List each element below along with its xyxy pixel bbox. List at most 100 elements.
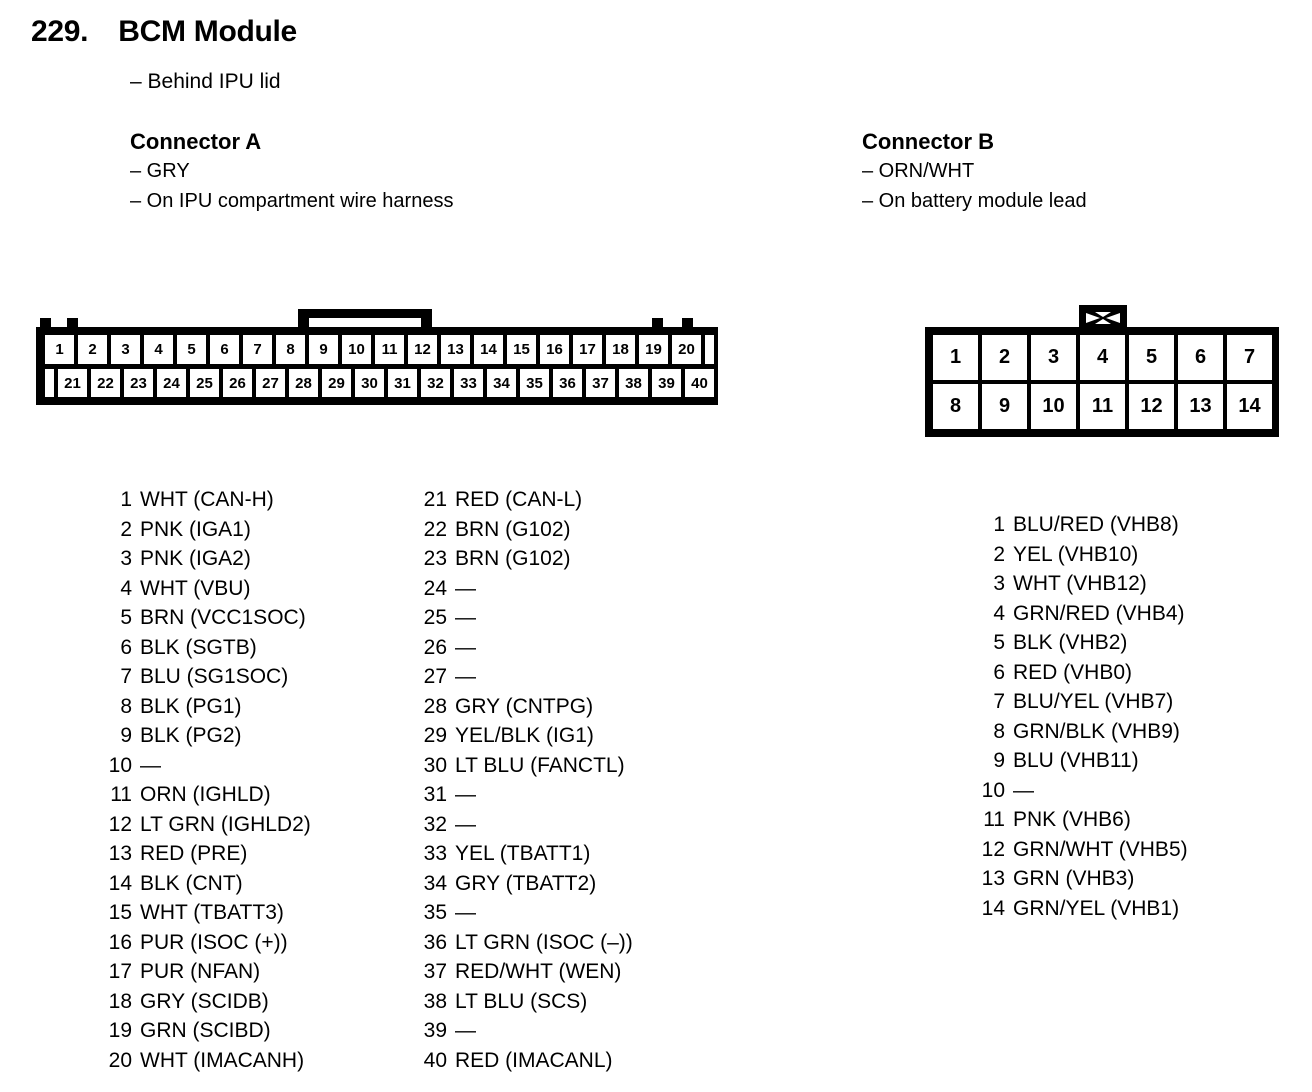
connector-a-latch-post-left	[298, 309, 309, 335]
connector-a-pin-cell-7: 7	[243, 335, 272, 364]
connector-a-pin-number-40: 40	[423, 1048, 447, 1072]
connector-a-pin-number-31: 31	[423, 783, 447, 806]
connector-b-pin-label-4: GRN/RED (VHB4)	[1013, 601, 1185, 625]
connector-a-pin-cell-25: 25	[190, 369, 219, 397]
connector-a-pin-cell-5: 5	[177, 335, 206, 364]
connector-b-note-color: – ORN/WHT	[862, 160, 975, 182]
connector-b-pin-label-9: BLU (VHB11)	[1013, 749, 1139, 772]
connector-a-pin-label-21: RED (CAN-L)	[455, 488, 583, 511]
connector-b-pin-number-6: 6	[993, 660, 1005, 684]
connector-a-pin-cell-29: 29	[322, 369, 351, 397]
connector-b-pin-number-7: 7	[993, 690, 1005, 713]
connector-a-pin-number-16: 16	[108, 930, 132, 954]
connector-b-pin-number-1: 1	[993, 513, 1005, 536]
connector-a-pin-label-9: BLK (PG2)	[140, 724, 242, 747]
connector-a-pin-number-5: 5	[120, 606, 132, 629]
connector-a-pin-cell-2: 2	[78, 335, 107, 364]
connector-a-pin-label-15: WHT (TBATT3)	[140, 901, 284, 924]
connector-a-pin-label-23: BRN (G102)	[455, 547, 571, 570]
connector-a-pin-number-19: 19	[108, 1019, 132, 1042]
connector-a-pin-cell-40: 40	[685, 369, 714, 397]
connector-a-pin-cell-15: 15	[507, 335, 536, 364]
connector-a-pin-number-6: 6	[120, 635, 132, 659]
connector-a-pin-number-34: 34	[423, 871, 447, 895]
connector-a-pin-label-1: WHT (CAN-H)	[140, 488, 274, 511]
connector-a-tab-nub-left-inner	[67, 318, 78, 332]
connector-b-pin-cell-10: 10	[1031, 384, 1076, 429]
pin-entry: 10—	[101, 751, 311, 781]
pin-entry: 32—	[416, 810, 633, 840]
connector-a-pin-label-14: BLK (CNT)	[140, 871, 243, 895]
connector-a-pin-number-23: 23	[423, 547, 447, 570]
connector-b-pin-cell-11: 11	[1080, 384, 1125, 429]
connector-a-pin-cell-10: 10	[342, 335, 371, 364]
connector-a-pin-number-38: 38	[423, 989, 447, 1013]
connector-a-tab-nub-left-outer	[40, 318, 51, 332]
connector-b-pin-number-4: 4	[993, 601, 1005, 625]
connector-a-pin-label-39: —	[455, 1019, 476, 1042]
connector-b-keyway-tab	[1079, 305, 1127, 331]
connector-a-pin-cell-36: 36	[553, 369, 582, 397]
connector-b-pin-number-13: 13	[981, 867, 1005, 890]
connector-a-pin-cell-11: 11	[375, 335, 404, 364]
connector-a-pin-label-28: GRY (CNTPG)	[455, 694, 594, 718]
bowtie-icon	[1079, 305, 1127, 331]
connector-a-pin-number-25: 25	[423, 606, 447, 629]
connector-a-pin-number-11: 11	[110, 783, 132, 806]
connector-b-note-location: – On battery module lead	[862, 190, 1087, 212]
connector-a-pin-cell-30: 30	[355, 369, 384, 397]
connector-b-pin-label-2: YEL (VHB10)	[1013, 542, 1139, 566]
connector-a-pin-number-24: 24	[423, 576, 447, 600]
connector-a-pin-number-36: 36	[423, 930, 447, 954]
connector-a-pin-cell-23: 23	[124, 369, 153, 397]
connector-a-pin-label-4: WHT (VBU)	[140, 576, 251, 600]
connector-b-pin-label-14: GRN/YEL (VHB1)	[1013, 896, 1180, 920]
connector-a-pin-cell-20: 20	[672, 335, 701, 364]
connector-a-pin-number-26: 26	[423, 635, 447, 659]
connector-a-pin-label-25: —	[455, 606, 476, 629]
connector-a-latch-post-right	[421, 309, 432, 335]
connector-b-pin-label-6: RED (VHB0)	[1013, 660, 1133, 684]
connector-a-pin-number-15: 15	[108, 901, 132, 924]
connector-a-pin-number-17: 17	[108, 960, 132, 983]
page-subtitle: – Behind IPU lid	[130, 70, 281, 93]
connector-a-pin-label-36: LT GRN (ISOC (–))	[455, 930, 633, 954]
pin-entry: 35—	[416, 898, 633, 928]
connector-a-pin-label-33: YEL (TBATT1)	[455, 842, 591, 865]
connector-b-pin-number-9: 9	[993, 749, 1005, 772]
connector-a-pin-cell-35: 35	[520, 369, 549, 397]
connector-a-pin-label-8: BLK (PG1)	[140, 694, 242, 718]
connector-b-pin-cell-2: 2	[982, 335, 1027, 380]
pin-entry: 10—	[974, 776, 1188, 806]
connector-a-pin-number-33: 33	[423, 842, 447, 865]
connector-a-pin-number-39: 39	[423, 1019, 447, 1042]
connector-a-note-location: – On IPU compartment wire harness	[130, 190, 454, 212]
connector-b-pin-label-13: GRN (VHB3)	[1013, 867, 1135, 890]
connector-a-pin-number-9: 9	[120, 724, 132, 747]
connector-a-pin-number-35: 35	[423, 901, 447, 924]
connector-a-pin-label-29: YEL/BLK (IG1)	[455, 724, 594, 747]
connector-a-pin-cell-3: 3	[111, 335, 140, 364]
connector-a-pin-label-13: RED (PRE)	[140, 842, 248, 865]
